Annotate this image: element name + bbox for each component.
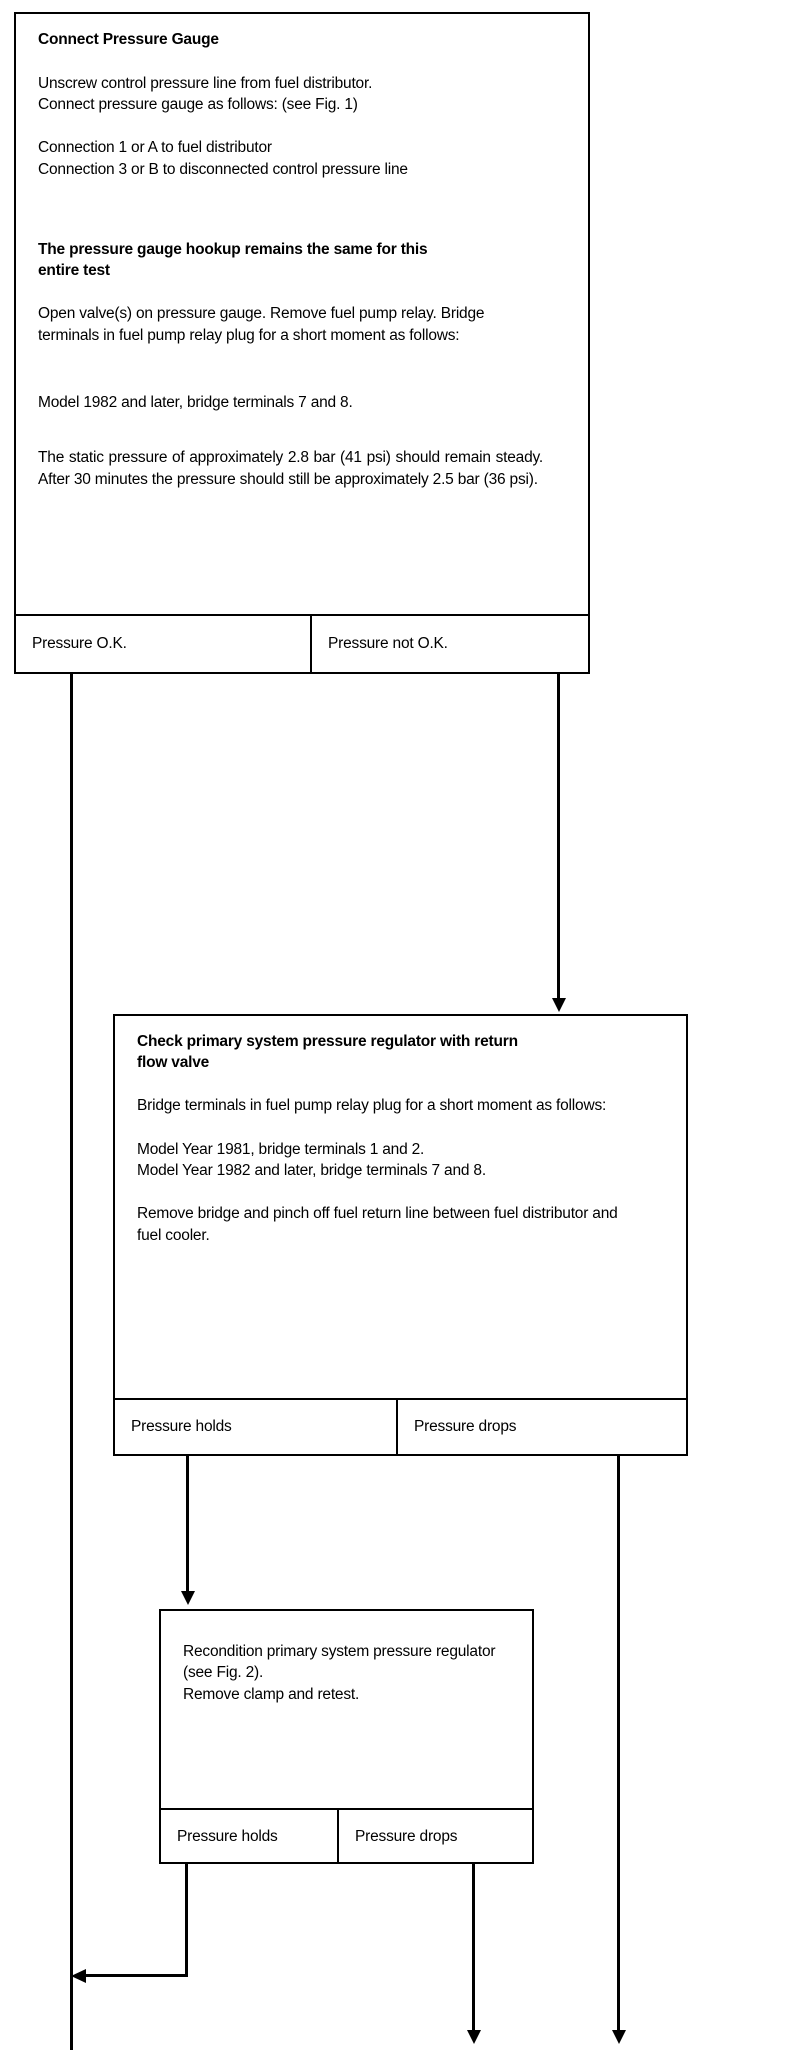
box1-paragraph-1-line-1: Unscrew control pressure line from fuel …: [38, 74, 373, 92]
box2-decision-pressure-holds[interactable]: Pressure holds: [115, 1400, 398, 1454]
connector-box2-drops-vertical: [617, 1456, 620, 2034]
box2-paragraph-2-line-2: Model Year 1982 and later, bridge termin…: [137, 1161, 486, 1179]
box3-paragraph-1-line-1: Recondition primary system pressure regu…: [183, 1643, 496, 1660]
box3-decision-pressure-holds[interactable]: Pressure holds: [161, 1810, 339, 1864]
decision-pressure-not-ok[interactable]: Pressure not O.K.: [312, 616, 588, 672]
connector-box3-drops-arrowhead: [466, 2030, 481, 2044]
connector-box2-drops-arrowhead: [611, 2030, 626, 2044]
box2-paragraph-2-line-1: Model Year 1981, bridge terminals 1 and …: [137, 1140, 425, 1158]
box1-paragraph-5: The static pressure of approximately 2.8…: [38, 449, 543, 488]
box2-title-line-2: flow valve: [137, 1053, 210, 1071]
connector-box3-drops-vertical: [472, 1864, 475, 2034]
box2-decision-row: Pressure holds Pressure drops: [115, 1398, 686, 1454]
box1-bold-note-line-2: entire test: [38, 261, 110, 279]
connector-pressure-ok-spine: [70, 674, 73, 2050]
box1-paragraph-3: Open valve(s) on pressure gauge. Remove …: [38, 305, 485, 344]
connector-box3-holds-horizontal: [85, 1974, 188, 1977]
box1-bold-note-line-1: The pressure gauge hookup remains the sa…: [38, 241, 428, 259]
box3-paragraph-1-line-2: (see Fig. 2).: [183, 1664, 264, 1682]
connector-pressure-not-ok-vertical: [557, 674, 560, 1000]
connector-pressure-not-ok-arrowhead: [551, 998, 566, 1012]
box-recondition-primary-system-pressure-regulator: Recondition primary system pressure regu…: [159, 1609, 534, 1864]
box1-paragraph-2-line-2: Connection 3 or B to disconnected contro…: [38, 160, 408, 178]
box3-decision-pressure-drops-label: Pressure drops: [355, 1828, 458, 1845]
box1-paragraph-1-line-2: Connect pressure gauge as follows: (see …: [38, 95, 358, 113]
decision-pressure-ok[interactable]: Pressure O.K.: [16, 616, 312, 672]
box3-paragraph-2: Remove clamp and retest.: [183, 1685, 360, 1703]
decision-pressure-not-ok-label: Pressure not O.K.: [328, 635, 448, 652]
connector-box3-holds-arrowhead: [71, 1968, 86, 1983]
box2-decision-pressure-holds-label: Pressure holds: [131, 1418, 232, 1435]
box2-decision-pressure-drops[interactable]: Pressure drops: [398, 1400, 686, 1454]
box2-title-line-1: Check primary system pressure regulator …: [137, 1033, 518, 1050]
decision-pressure-ok-label: Pressure O.K.: [32, 635, 127, 652]
box2-paragraph-3: Remove bridge and pinch off fuel return …: [137, 1205, 618, 1244]
box3-decision-pressure-holds-label: Pressure holds: [177, 1828, 278, 1845]
box-check-primary-system-pressure-regulator: Check primary system pressure regulator …: [113, 1014, 688, 1456]
box2-body: Check primary system pressure regulator …: [115, 1016, 686, 1398]
box2-paragraph-1: Bridge terminals in fuel pump relay plug…: [137, 1097, 607, 1115]
box1-paragraph-2-line-1: Connection 1 or A to fuel distributor: [38, 139, 272, 157]
box1-paragraph-4: Model 1982 and later, bridge terminals 7…: [38, 394, 353, 412]
box2-decision-pressure-drops-label: Pressure drops: [414, 1418, 517, 1435]
box1-body: Connect Pressure Gauge Unscrew control p…: [16, 14, 588, 614]
connector-box3-holds-vertical: [185, 1864, 188, 1977]
box3-body: Recondition primary system pressure regu…: [161, 1611, 532, 1808]
box1-decision-row: Pressure O.K. Pressure not O.K.: [16, 614, 588, 672]
box3-decision-row: Pressure holds Pressure drops: [161, 1808, 532, 1864]
box3-decision-pressure-drops[interactable]: Pressure drops: [339, 1810, 532, 1864]
box1-title: Connect Pressure Gauge: [38, 31, 219, 48]
box-connect-pressure-gauge: Connect Pressure Gauge Unscrew control p…: [14, 12, 590, 674]
connector-box2-holds-arrowhead: [180, 1591, 195, 1605]
connector-box2-holds-vertical: [186, 1456, 189, 1593]
